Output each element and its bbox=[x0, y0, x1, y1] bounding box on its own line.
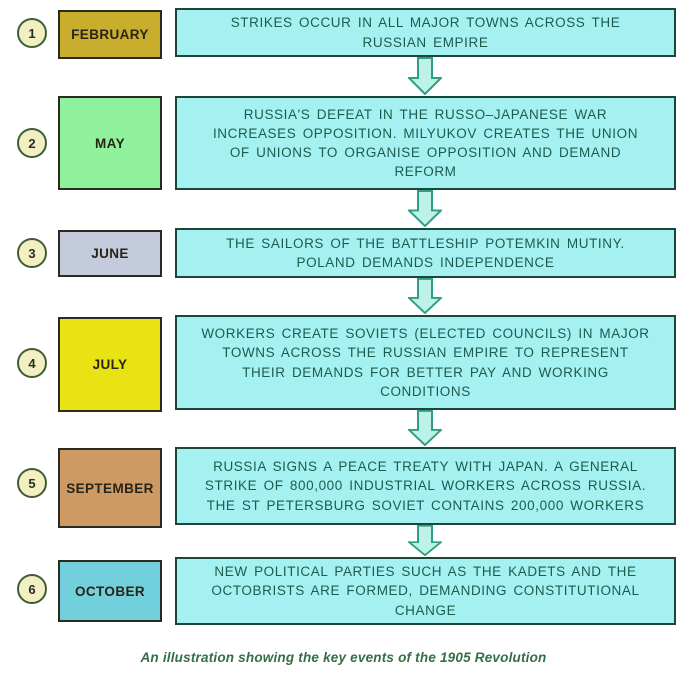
event-box: STRIKES OCCUR IN ALL MAJOR TOWNS ACROSS … bbox=[175, 8, 676, 57]
event-box: WORKERS CREATE SOVIETS (ELECTED COUNCILS… bbox=[175, 315, 676, 410]
event-text: THE SAILORS OF THE BATTLESHIP POTEMKIN M… bbox=[226, 235, 625, 270]
month-box-may: MAY bbox=[58, 96, 162, 190]
step-number-badge: 1 bbox=[17, 18, 47, 48]
event-text: WORKERS CREATE SOVIETS (ELECTED COUNCILS… bbox=[201, 326, 650, 399]
step-number: 6 bbox=[28, 581, 36, 597]
month-box-june: JUNE bbox=[58, 230, 162, 277]
step-number-badge: 5 bbox=[17, 468, 47, 498]
month-label: JULY bbox=[92, 357, 128, 372]
event-box: RUSSIA SIGNS A PEACE TREATY WITH JAPAN. … bbox=[175, 447, 676, 525]
month-label: FEBRUARY bbox=[71, 27, 149, 42]
event-text: NEW POLITICAL PARTIES SUCH AS THE KADETS… bbox=[211, 564, 640, 618]
step-number-badge: 6 bbox=[17, 574, 47, 604]
month-box-september: SEPTEMBER bbox=[58, 448, 162, 528]
month-label: MAY bbox=[95, 135, 125, 151]
month-label: SEPTEMBER bbox=[66, 480, 154, 496]
caption: An illustration showing the key events o… bbox=[140, 650, 547, 665]
event-text: RUSSIA SIGNS A PEACE TREATY WITH JAPAN. … bbox=[204, 459, 647, 513]
step-number: 3 bbox=[28, 245, 36, 261]
down-arrow-icon bbox=[408, 410, 442, 446]
down-arrow-icon bbox=[408, 278, 442, 314]
month-label: JUNE bbox=[91, 246, 129, 261]
step-number: 2 bbox=[28, 135, 36, 151]
step-number: 1 bbox=[28, 25, 36, 41]
step-number-badge: 4 bbox=[17, 348, 47, 378]
down-arrow-icon bbox=[408, 190, 442, 227]
step-number: 4 bbox=[28, 355, 36, 371]
down-arrow-icon bbox=[408, 57, 442, 95]
event-box: THE SAILORS OF THE BATTLESHIP POTEMKIN M… bbox=[175, 228, 676, 278]
step-number-badge: 2 bbox=[17, 128, 47, 158]
event-box: NEW POLITICAL PARTIES SUCH AS THE KADETS… bbox=[175, 557, 676, 625]
event-text: RUSSIA'S DEFEAT IN THE RUSSO–JAPANESE WA… bbox=[212, 106, 639, 180]
step-number: 5 bbox=[28, 475, 36, 491]
month-label: OCTOBER bbox=[74, 583, 146, 599]
event-box: RUSSIA'S DEFEAT IN THE RUSSO–JAPANESE WA… bbox=[175, 96, 676, 190]
step-number-badge: 3 bbox=[17, 238, 47, 268]
month-box-february: FEBRUARY bbox=[58, 10, 162, 59]
month-box-july: JULY bbox=[58, 317, 162, 412]
month-box-october: OCTOBER bbox=[58, 560, 162, 622]
event-text: STRIKES OCCUR IN ALL MAJOR TOWNS ACROSS … bbox=[230, 15, 621, 50]
down-arrow-icon bbox=[408, 525, 442, 556]
